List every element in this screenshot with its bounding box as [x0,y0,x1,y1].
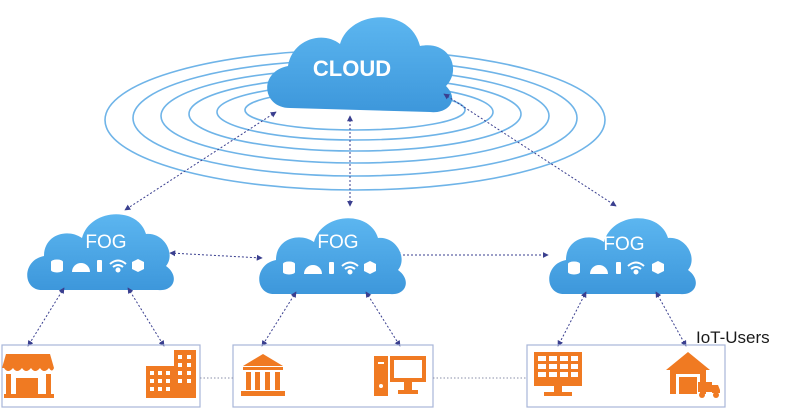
fog-fog-links [169,250,549,261]
device-group-1 [1,344,201,408]
cloud-fog-links [124,93,617,211]
fog-icons [51,259,144,273]
hexagon-icon [132,259,144,272]
cloud-shape [267,17,454,113]
fog-node-2: FOG [259,218,406,295]
database-icon [51,259,63,273]
device-boxes [1,344,726,408]
database-icon [283,261,295,275]
warehouse-truck-icon [666,352,720,398]
dome-icon [72,263,90,272]
fog-node-1: FOG [27,214,174,291]
fog-icons [568,261,664,275]
fog-label: FOG [603,234,644,255]
cloud-node: CLOUD [267,17,454,113]
link-cloud-fog-3 [443,93,617,207]
fog-cloud-shape [549,218,696,295]
database-icon [568,261,580,275]
dome-icon [304,265,322,274]
sensor-icon [616,262,621,274]
link-fog1-store [27,287,65,347]
link-fog1-office [127,287,165,347]
link-fog2-bank [261,291,297,347]
device-group-3 [526,344,726,408]
store-icon [2,354,54,398]
link-fog-1-2 [169,250,263,261]
hexagon-icon [364,261,376,274]
monitor-grid-icon [534,352,582,396]
desktop-computer-icon [374,356,426,396]
wifi-icon [109,259,127,273]
link-fog3-warehouse [655,291,687,347]
link-fog3-monitor [557,291,587,347]
link-fog2-computer [365,291,401,347]
hexagon-icon [652,261,664,274]
cloud-label: CLOUD [313,56,391,81]
dome-icon [590,265,608,274]
device-group-2 [232,344,434,408]
fog-label: FOG [317,232,358,253]
fog-device-links [27,287,687,347]
fog-node-3: FOG [549,218,696,295]
bank-icon [241,354,285,396]
iot-users-label: IoT-Users [696,328,770,347]
fog-cloud-shape [259,218,406,295]
sensor-icon [329,262,334,274]
device-icons [2,350,720,398]
sensor-icon [97,260,102,272]
wifi-icon [627,261,645,275]
fog-label: FOG [85,232,126,253]
fog-icons [283,261,376,275]
wifi-icon [341,261,359,275]
office-building-icon [146,350,196,398]
